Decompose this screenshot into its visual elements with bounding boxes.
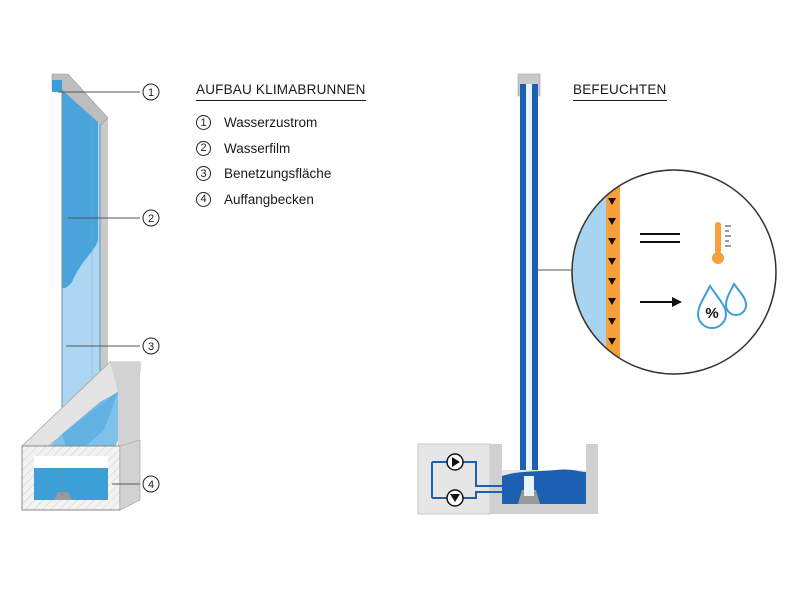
thermometer-icon [712, 222, 731, 264]
pump-icon [446, 453, 464, 471]
humidity-icon: % [696, 282, 748, 329]
legend-number: 1 [196, 115, 211, 131]
right-illustration: % [417, 73, 777, 515]
arrow-icon [640, 297, 682, 307]
equals-sign [640, 233, 680, 243]
water-film [62, 90, 98, 289]
callout-4: 4 [142, 475, 160, 493]
callout-circles: 1 2 3 4 [142, 83, 160, 493]
legend-label: Auffangbecken [224, 191, 314, 207]
callout-1-number: 1 [148, 87, 154, 99]
basin-water-front [34, 468, 108, 500]
callout-1: 1 [142, 83, 160, 101]
left-illustration [21, 73, 141, 511]
legend-number: 3 [196, 166, 211, 182]
column-left-pipe [520, 84, 526, 476]
basin-back-rim [110, 362, 140, 448]
callout-4-number: 4 [148, 479, 154, 491]
legend-number: 2 [196, 140, 211, 156]
column-right-pipe [532, 84, 538, 476]
humidity-percent: % [705, 305, 718, 322]
water-inlet [52, 80, 62, 92]
left-title: AUFBAU KLIMABRUNNEN [196, 82, 366, 101]
detail-magnifier [571, 169, 777, 375]
legend-label: Wasserfilm [224, 140, 291, 156]
right-title: BEFEUCHTEN [573, 82, 667, 101]
legend-label: Wasserzustrom [224, 115, 318, 131]
legend-number: 4 [196, 191, 211, 207]
legend: 1 Wasserzustrom 2 Wasserfilm 3 Benetzung… [196, 110, 331, 212]
legend-label: Benetzungsfläche [224, 166, 332, 182]
callout-2: 2 [142, 209, 160, 227]
evaporation-markers [608, 198, 616, 345]
legend-item: 4 Auffangbecken [196, 187, 331, 213]
callout-3: 3 [142, 337, 160, 355]
filter-icon [446, 489, 464, 507]
legend-item: 3 Benetzungsfläche [196, 161, 331, 187]
legend-item: 1 Wasserzustrom [196, 110, 331, 136]
legend-item: 2 Wasserfilm [196, 136, 331, 162]
column-core [526, 84, 532, 476]
callout-3-number: 3 [148, 341, 154, 353]
callout-2-number: 2 [148, 213, 154, 225]
